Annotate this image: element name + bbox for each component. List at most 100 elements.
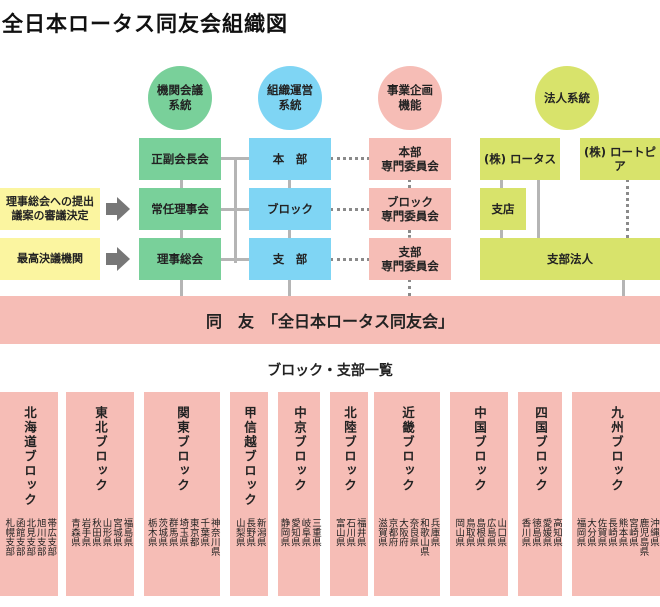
prefecture-label: 奈良県 bbox=[407, 518, 419, 547]
prefecture-label: 長野県 bbox=[244, 518, 256, 547]
banner-text: 同 友 「全日本ロータス同友会」 bbox=[205, 312, 454, 331]
block-column: 中京ブロック三重県岐阜県愛知県静岡県 bbox=[278, 392, 321, 596]
block-column: 東北ブロック福島県宮城県山形県秋田県岩手県青森県 bbox=[66, 392, 134, 596]
block-column: 関東ブロック神奈川県千葉県東京都埼玉県群馬県茨城県栃木県 bbox=[144, 392, 220, 596]
prefecture-label: 帯広支部 bbox=[45, 518, 57, 556]
prefecture-label: 香川県 bbox=[519, 518, 531, 547]
block-name: 近畿ブロック bbox=[400, 406, 415, 493]
block-column: 北海道ブロック帯広支部旭川支部北見支部函館支部札幌支部 bbox=[0, 392, 58, 596]
arrow-shaft bbox=[106, 203, 118, 215]
prefecture-label: 岐阜県 bbox=[299, 518, 311, 547]
prefecture-label: 佐賀県 bbox=[595, 518, 607, 547]
prefecture-label: 愛知県 bbox=[289, 518, 300, 547]
block-name: 東北ブロック bbox=[93, 406, 108, 493]
prefecture-label: 福島県 bbox=[121, 518, 133, 547]
box-branch-corporation: 支部法人 bbox=[480, 238, 660, 280]
block-column: 甲信越ブロック新潟県長野県山梨県 bbox=[230, 392, 268, 596]
prefecture-label: 熊本県 bbox=[616, 518, 628, 547]
prefecture-label: 神奈川県 bbox=[208, 518, 220, 556]
prefecture-label: 静岡県 bbox=[278, 518, 290, 547]
connector-line bbox=[288, 230, 291, 238]
chart-title: 全日本ロータス同友会組織図 bbox=[2, 12, 288, 36]
prefecture-label: 滋賀県 bbox=[376, 518, 387, 547]
prefecture-label: 群馬県 bbox=[166, 518, 178, 547]
prefecture-label: 石川県 bbox=[344, 518, 356, 547]
block-column: 中国ブロック山口県広島県島根県鳥取県岡山県 bbox=[450, 392, 508, 596]
prefecture-label: 山形県 bbox=[100, 518, 112, 547]
prefecture-label: 徳島県 bbox=[530, 518, 541, 547]
box-general-board: 理事総会 bbox=[139, 238, 221, 280]
prefecture-label: 宮城県 bbox=[111, 518, 122, 547]
box-lotopia-inc: (株) ロートピア bbox=[580, 138, 660, 180]
doyukai-banner: 同 友 「全日本ロータス同友会」 bbox=[0, 296, 660, 344]
connector-line bbox=[220, 208, 250, 211]
connector-line bbox=[180, 179, 183, 188]
block-name: 北陸ブロック bbox=[342, 406, 357, 493]
block-name: 北海道ブロック bbox=[22, 406, 37, 508]
connector-line bbox=[220, 258, 250, 261]
dotted-connector bbox=[408, 230, 411, 238]
block-name: 関東ブロック bbox=[175, 406, 190, 493]
block-column: 四国ブロック高知県愛媛県徳島県香川県 bbox=[518, 392, 562, 596]
connector-line bbox=[288, 279, 291, 296]
prefecture-label: 茨城県 bbox=[156, 518, 168, 547]
prefecture-label: 愛媛県 bbox=[540, 518, 552, 547]
box-branch-office: 支店 bbox=[480, 188, 526, 230]
prefecture-label: 宮崎県 bbox=[627, 518, 638, 547]
box-standing-board: 常任理事会 bbox=[139, 188, 221, 230]
box-hq-committee: 本部 専門委員会 bbox=[369, 138, 451, 180]
box-headquarters: 本 部 bbox=[249, 138, 331, 180]
dotted-connector bbox=[408, 279, 411, 296]
prefecture-label: 山梨県 bbox=[233, 518, 245, 547]
prefecture-label: 福井県 bbox=[354, 518, 366, 547]
prefecture-label: 福岡県 bbox=[574, 518, 586, 547]
side-label-highest-body: 最高決議機関 bbox=[0, 238, 100, 280]
prefecture-label: 旭川支部 bbox=[34, 518, 46, 556]
dotted-connector bbox=[330, 258, 370, 261]
category-circle-corporate: 法人系統 bbox=[535, 66, 599, 130]
connector-line bbox=[500, 179, 503, 188]
prefecture-label: 北見支部 bbox=[24, 518, 36, 556]
block-name: 甲信越ブロック bbox=[242, 406, 257, 508]
block-name: 九州ブロック bbox=[609, 406, 624, 493]
prefecture-label: 広島県 bbox=[484, 518, 496, 547]
prefecture-label: 秋田県 bbox=[90, 518, 101, 547]
dotted-connector bbox=[330, 157, 370, 160]
prefecture-label: 沖縄県 bbox=[648, 518, 659, 547]
prefecture-label: 長崎県 bbox=[606, 518, 617, 547]
prefecture-label: 函館支部 bbox=[13, 518, 25, 556]
box-branch-committee: 支部 専門委員会 bbox=[369, 238, 451, 280]
prefecture-label: 島根県 bbox=[474, 518, 486, 547]
block-column: 九州ブロック沖縄県鹿児島県宮崎県熊本県長崎県佐賀県大分県福岡県 bbox=[572, 392, 660, 596]
prefecture-label: 岡山県 bbox=[453, 518, 465, 547]
prefecture-label: 東京都 bbox=[187, 518, 199, 547]
prefecture-label: 鹿児島県 bbox=[637, 518, 649, 556]
category-circle-meetings: 機関会議 系統 bbox=[148, 66, 212, 130]
connector-line bbox=[537, 170, 540, 238]
dotted-connector bbox=[408, 179, 411, 188]
connector-line bbox=[622, 279, 625, 296]
connector-line bbox=[180, 230, 183, 238]
dotted-connector bbox=[626, 179, 629, 238]
category-circle-operations: 組織運営 系統 bbox=[258, 66, 322, 130]
block-name: 中国ブロック bbox=[472, 406, 487, 493]
connector-line bbox=[500, 230, 503, 238]
arrow-shaft bbox=[106, 253, 118, 265]
arrow-right-icon bbox=[117, 197, 130, 221]
prefecture-label: 富山県 bbox=[333, 518, 345, 547]
prefecture-label: 千葉県 bbox=[198, 518, 210, 547]
connector-line bbox=[288, 179, 291, 188]
prefecture-label: 和歌山県 bbox=[418, 518, 429, 556]
prefecture-label: 新潟県 bbox=[254, 518, 266, 547]
prefecture-label: 兵庫県 bbox=[428, 518, 440, 547]
prefecture-label: 京都府 bbox=[386, 518, 398, 547]
box-block: ブロック bbox=[249, 188, 331, 230]
prefecture-label: 大阪府 bbox=[397, 518, 408, 547]
prefecture-label: 埼玉県 bbox=[177, 518, 189, 547]
box-branch: 支 部 bbox=[249, 238, 331, 280]
box-block-committee: ブロック 専門委員会 bbox=[369, 188, 451, 230]
prefecture-label: 高知県 bbox=[551, 518, 562, 547]
block-list-title: ブロック・支部一覧 bbox=[267, 363, 393, 379]
block-column: 近畿ブロック兵庫県和歌山県奈良県大阪府京都府滋賀県 bbox=[374, 392, 440, 596]
prefecture-label: 山口県 bbox=[495, 518, 507, 547]
